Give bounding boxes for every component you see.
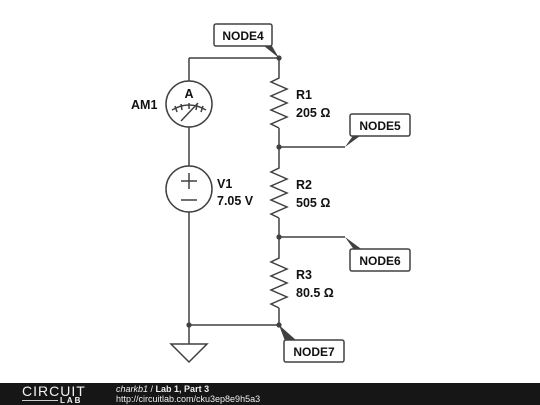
circuit-url[interactable]: http://circuitlab.com/cku3ep8e9h5a3 bbox=[116, 394, 261, 404]
node6-tag-box bbox=[349, 248, 411, 272]
voltage-source-name: V1 bbox=[217, 177, 232, 191]
ammeter-symbol: A bbox=[184, 87, 193, 101]
node4-label: NODE4 bbox=[222, 29, 264, 43]
ammeter-tick bbox=[174, 105, 178, 113]
node5-tag-box bbox=[349, 113, 411, 137]
node7-tag-pointer bbox=[279, 325, 297, 341]
resistor-r2-zigzag bbox=[269, 162, 289, 219]
voltage-source-value: 7.05 V bbox=[217, 194, 254, 208]
resistor-r2-value: 505 Ω bbox=[296, 196, 330, 210]
circuit-title[interactable]: Lab 1, Part 3 bbox=[155, 384, 210, 394]
wires bbox=[188, 57, 345, 344]
resistor-r3[interactable]: R3 80.5 Ω bbox=[269, 252, 334, 309]
node5-label: NODE5 bbox=[359, 119, 401, 133]
junction-ground bbox=[186, 322, 192, 328]
resistor-r1-name: R1 bbox=[296, 88, 312, 102]
resistor-r2-name: R2 bbox=[296, 178, 312, 192]
junctions bbox=[186, 55, 282, 328]
ammeter-label: AM1 bbox=[131, 98, 157, 112]
ammeter-tick bbox=[180, 103, 183, 111]
node4-tag-pointer bbox=[264, 46, 279, 58]
node5-tag[interactable]: NODE5 bbox=[345, 113, 411, 147]
resistor-r2[interactable]: R2 505 Ω bbox=[269, 162, 330, 219]
node6-tag[interactable]: NODE6 bbox=[345, 237, 411, 272]
ammeter-body bbox=[165, 80, 213, 128]
footer-bar: CIRCUIT LAB charkb1 / Lab 1, Part 3 http… bbox=[0, 383, 540, 405]
circuit-schematic: A AM1 V1 7.05 V R1 205 Ω R2 505 Ω R3 bbox=[131, 23, 411, 364]
author-link[interactable]: charkb1 bbox=[116, 384, 149, 394]
voltage-source-body bbox=[165, 165, 213, 213]
node6-label: NODE6 bbox=[359, 254, 401, 268]
node4-tag-box bbox=[213, 23, 273, 47]
resistor-r3-value: 80.5 Ω bbox=[296, 286, 334, 300]
resistor-r1-value: 205 Ω bbox=[296, 106, 330, 120]
resistor-r3-zigzag bbox=[269, 252, 289, 309]
resistor-r1-zigzag bbox=[269, 72, 289, 129]
circuit-meta: charkb1 / Lab 1, Part 3 bbox=[116, 384, 209, 394]
node7-label: NODE7 bbox=[293, 345, 335, 359]
junction-node5 bbox=[276, 144, 282, 150]
meta-separator: / bbox=[148, 384, 156, 394]
resistor-r3-name: R3 bbox=[296, 268, 312, 282]
circuitlab-logo-line bbox=[22, 400, 58, 401]
node7-tag-box bbox=[283, 339, 345, 363]
ammeter-am1[interactable]: A AM1 bbox=[131, 80, 213, 128]
node6-tag-pointer bbox=[345, 237, 364, 251]
junction-node6 bbox=[276, 234, 282, 240]
voltage-source-v1[interactable]: V1 7.05 V bbox=[165, 165, 254, 213]
circuitlab-logo-bottom: LAB bbox=[60, 396, 83, 405]
ground-icon bbox=[169, 343, 209, 364]
ammeter-tick bbox=[200, 105, 204, 113]
circuitlab-logo-top: CIRCUIT bbox=[22, 383, 86, 399]
node7-tag[interactable]: NODE7 bbox=[279, 325, 345, 363]
ammeter-needle bbox=[180, 102, 199, 122]
node4-tag[interactable]: NODE4 bbox=[213, 23, 279, 58]
resistor-r1[interactable]: R1 205 Ω bbox=[269, 72, 330, 129]
